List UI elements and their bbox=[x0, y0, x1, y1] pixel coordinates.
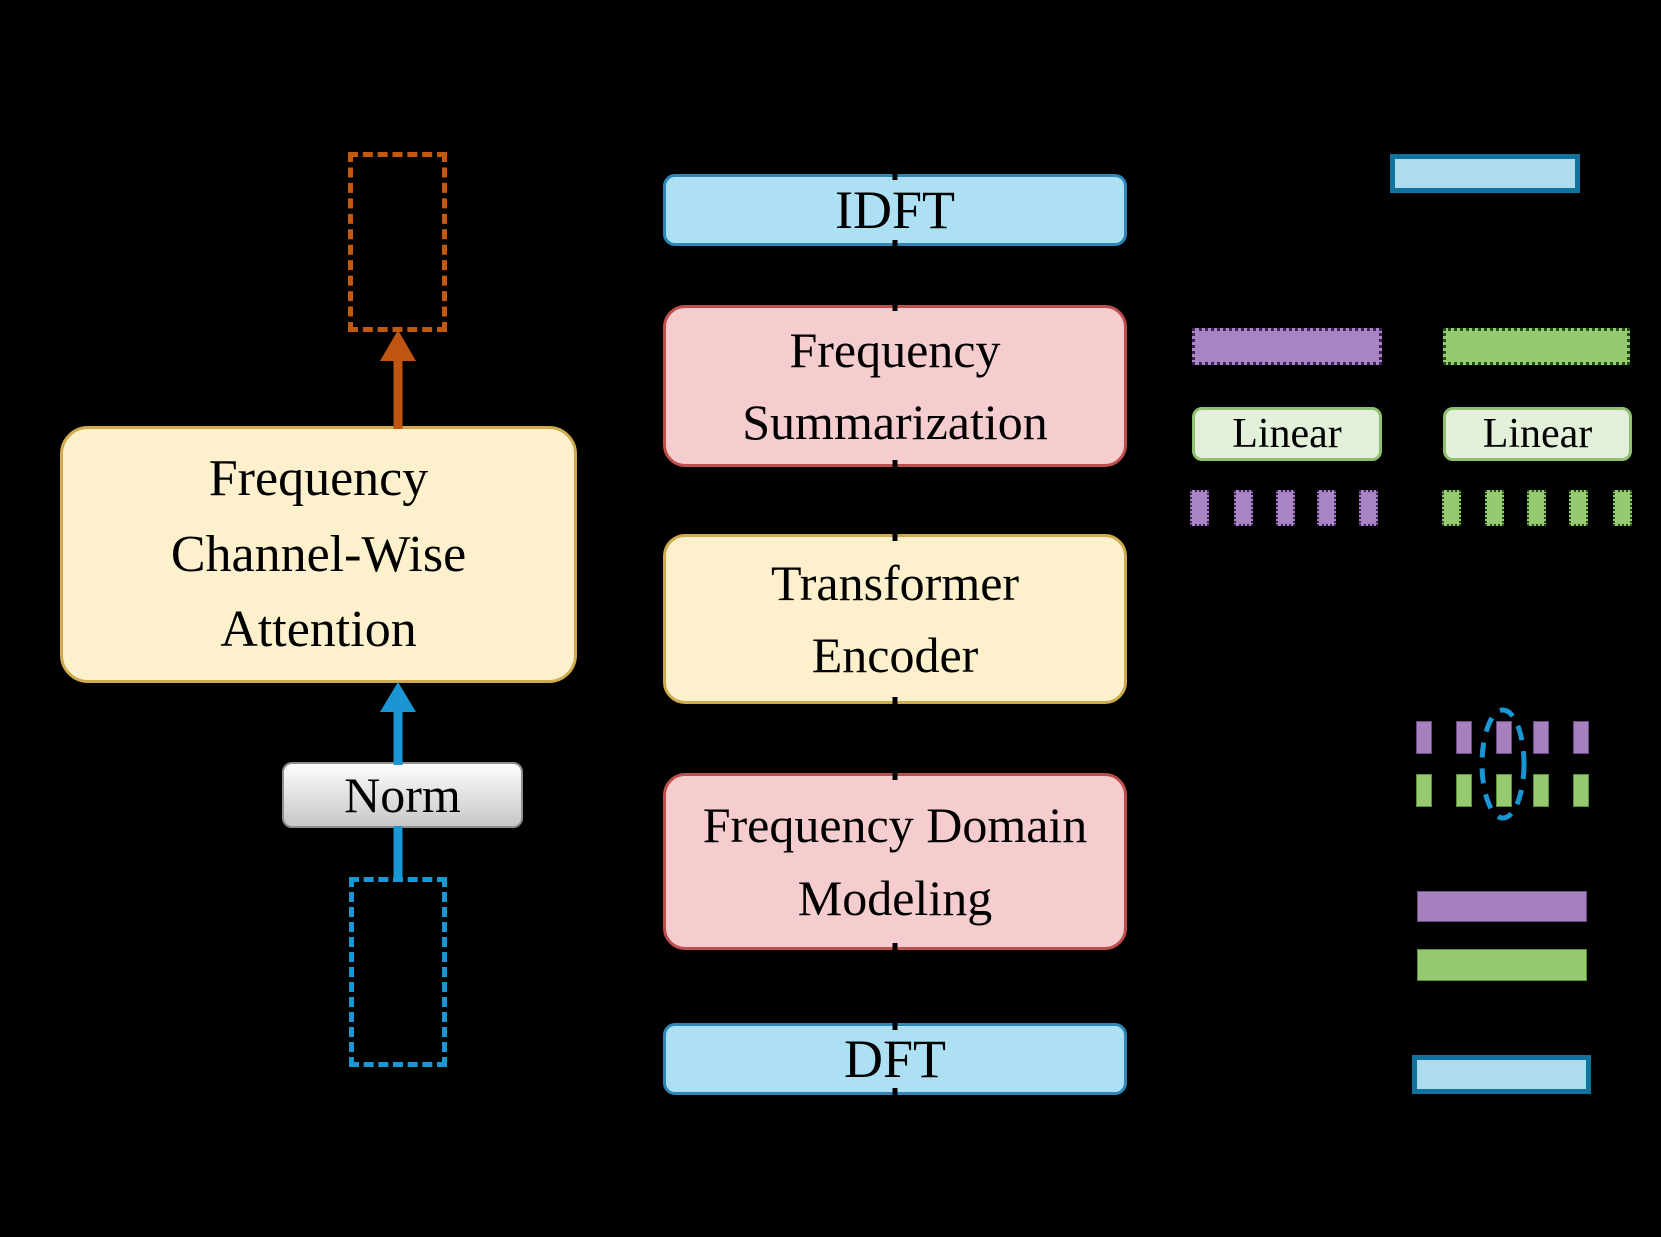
frequency-summarization-label: Frequency Summarization bbox=[742, 321, 1048, 451]
purple-token bbox=[1416, 721, 1432, 754]
green-dotted-token bbox=[1442, 490, 1461, 526]
purple-dotted-token bbox=[1317, 490, 1336, 526]
idft-label: IDFT bbox=[835, 179, 955, 240]
linear-right-box: Linear bbox=[1443, 407, 1632, 461]
linear-right-label: Linear bbox=[1482, 411, 1593, 457]
output-placeholder-dashed-rect bbox=[348, 152, 447, 332]
purple-token bbox=[1533, 721, 1549, 754]
frequency-domain-modeling-box: Frequency Domain Modeling bbox=[663, 773, 1127, 950]
norm-box: Norm bbox=[282, 762, 523, 828]
orange-up-arrow-icon bbox=[380, 330, 416, 429]
purple-dotted-token bbox=[1190, 490, 1209, 526]
green-token bbox=[1496, 774, 1512, 807]
green-dotted-token bbox=[1527, 490, 1546, 526]
purple-dotted-token bbox=[1276, 490, 1295, 526]
transformer-encoder-label: Transformer Encoder bbox=[770, 554, 1020, 684]
linear-left-box: Linear bbox=[1192, 407, 1382, 461]
green-token bbox=[1573, 774, 1589, 807]
norm-label: Norm bbox=[344, 767, 461, 823]
dft-box: DFT bbox=[663, 1023, 1127, 1095]
purple-token bbox=[1496, 721, 1512, 754]
blue-up-arrow-icon bbox=[380, 682, 416, 765]
linear-left-label: Linear bbox=[1232, 411, 1342, 457]
dft-label: DFT bbox=[843, 1028, 946, 1089]
transformer-encoder-box: Transformer Encoder bbox=[663, 534, 1127, 704]
frequency-channel-wise-attention-box: Frequency Channel-Wise Attention bbox=[60, 426, 577, 683]
output-vector-rect bbox=[1390, 154, 1580, 193]
purple-dotted-token bbox=[1359, 490, 1378, 526]
green-token bbox=[1416, 774, 1432, 807]
green-dotted-token bbox=[1613, 490, 1632, 526]
green-dotted-token bbox=[1485, 490, 1504, 526]
purple-vector-bar bbox=[1417, 891, 1587, 922]
green-token bbox=[1533, 774, 1549, 807]
purple-token bbox=[1456, 721, 1472, 754]
frequency-summarization-box: Frequency Summarization bbox=[663, 305, 1127, 467]
input-vector-rect bbox=[1412, 1055, 1591, 1094]
green-token bbox=[1456, 774, 1472, 807]
green-vector-bar bbox=[1417, 949, 1587, 981]
frequency-domain-modeling-label: Frequency Domain Modeling bbox=[702, 797, 1088, 926]
input-placeholder-dashed-rect bbox=[349, 877, 447, 1067]
green-dashed-vector-bar bbox=[1443, 328, 1630, 365]
frequency-channel-wise-attention-label: Frequency Channel-Wise Attention bbox=[170, 450, 467, 659]
blue-connector-line bbox=[393, 826, 403, 882]
green-dotted-token bbox=[1569, 490, 1588, 526]
purple-dotted-token bbox=[1234, 490, 1253, 526]
purple-dashed-vector-bar bbox=[1192, 328, 1382, 365]
purple-token bbox=[1573, 721, 1589, 754]
idft-box: IDFT bbox=[663, 174, 1127, 246]
